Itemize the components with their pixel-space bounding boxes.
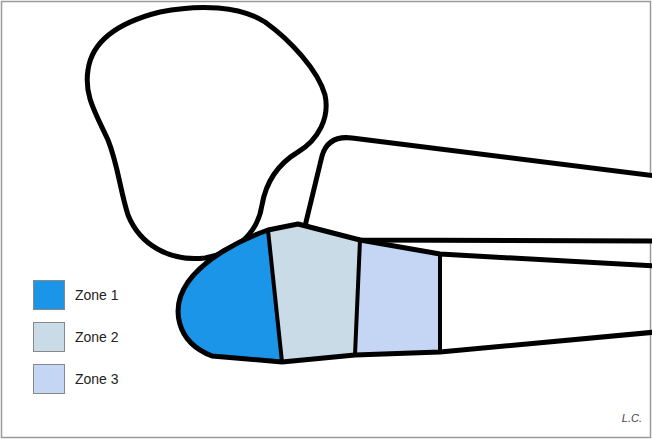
legend-item: Zone 1	[33, 280, 119, 310]
legend-swatch	[33, 364, 65, 394]
legend-label: Zone 1	[75, 287, 119, 303]
fourth-metatarsal	[306, 138, 652, 241]
zone-region	[355, 240, 440, 355]
cuboid-bone	[87, 7, 326, 258]
fifth-metatarsal	[178, 224, 652, 362]
legend-item: Zone 2	[33, 322, 119, 352]
zone-boundary	[438, 254, 442, 352]
zone-boundary	[355, 240, 360, 355]
legend-swatch	[33, 280, 65, 310]
legend-item: Zone 3	[33, 364, 119, 394]
zone-boundary	[268, 230, 282, 362]
zone-region	[268, 224, 360, 362]
legend-label: Zone 2	[75, 329, 119, 345]
legend-label: Zone 3	[75, 371, 119, 387]
artist-initials: L.C.	[622, 412, 642, 424]
legend-swatch	[33, 322, 65, 352]
